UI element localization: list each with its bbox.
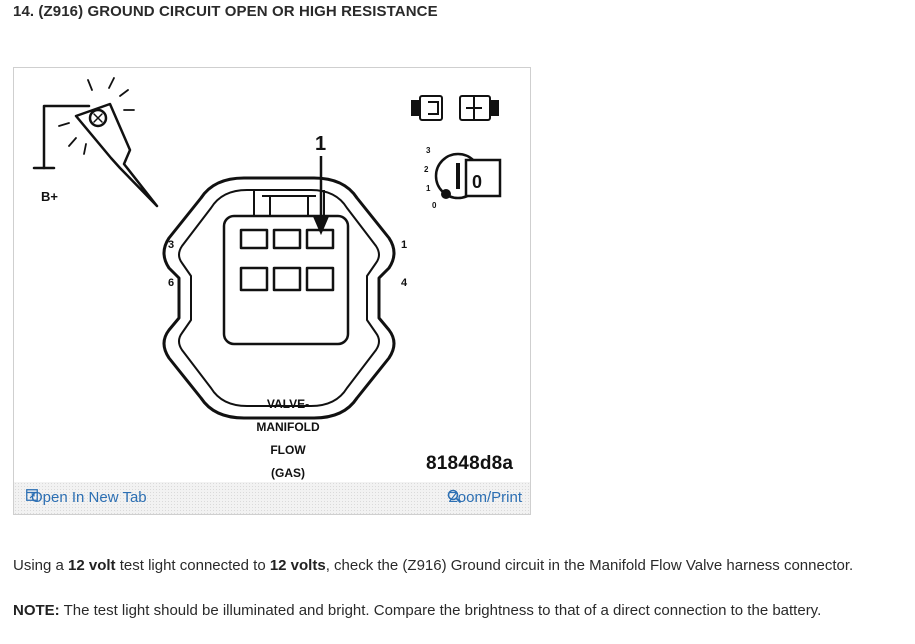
diagram-figure: B+ 1 3 6 1 4 (13, 67, 531, 515)
test-light-wire (42, 104, 91, 170)
ignition-key-icon (434, 152, 502, 200)
cavity-5 (272, 266, 302, 292)
connector-label-line-2: MANIFOLD (256, 420, 320, 434)
pin-label-1: 1 (401, 239, 407, 251)
callout-arrow-head (313, 216, 329, 236)
cavity-2 (272, 228, 302, 250)
glow-rays (58, 77, 135, 155)
bplus-label: B+ (41, 189, 58, 204)
connector-label-line-3: FLOW (270, 443, 306, 457)
connector-label-line-1: VALVE- (267, 397, 309, 411)
connector-outline (162, 176, 396, 420)
zoom-print-link[interactable]: Zoom/Print (447, 489, 522, 506)
ignition-pos-0: 0 (432, 201, 437, 210)
page-title: 14. (Z916) GROUND CIRCUIT OPEN OR HIGH R… (13, 3, 438, 20)
cavity-4 (305, 266, 335, 292)
callout-number: 1 (315, 133, 326, 155)
cavity-block (222, 214, 350, 346)
cavity-6 (239, 266, 269, 292)
note-paragraph: NOTE: The test light should be illuminat… (13, 602, 821, 619)
ignition-pos-1: 1 (426, 184, 431, 193)
connector-label-line-4: (GAS) (271, 466, 305, 480)
cavity-3 (239, 228, 269, 250)
figure-id: 81848d8a (426, 453, 514, 474)
pin-label-4: 4 (401, 277, 408, 289)
ignition-pos-3: 3 (426, 146, 431, 155)
zoom-print-label: Zoom/Print (448, 489, 522, 506)
note-text: The test light should be illuminated and… (59, 602, 822, 619)
instruction-paragraph: Using a 12 volt test light connected to … (13, 557, 854, 574)
ignition-pos-2: 2 (424, 165, 429, 174)
pin-label-3: 3 (168, 239, 174, 251)
connector-inner (178, 189, 380, 407)
open-in-new-tab-label: Open In New Tab (31, 489, 147, 506)
connector-latch (253, 190, 325, 217)
open-in-new-tab-link[interactable]: Open In New Tab (26, 489, 147, 506)
key-position-label: 0 (472, 172, 482, 192)
disconnect-icon (411, 95, 499, 121)
test-light-probe (74, 102, 159, 208)
connector-diagram: B+ 1 3 6 1 4 (32, 77, 502, 480)
figure-toolbar: Open In New Tab Zoom/Print (14, 482, 530, 514)
pin-label-6: 6 (168, 277, 174, 289)
note-label: NOTE: (13, 602, 60, 619)
